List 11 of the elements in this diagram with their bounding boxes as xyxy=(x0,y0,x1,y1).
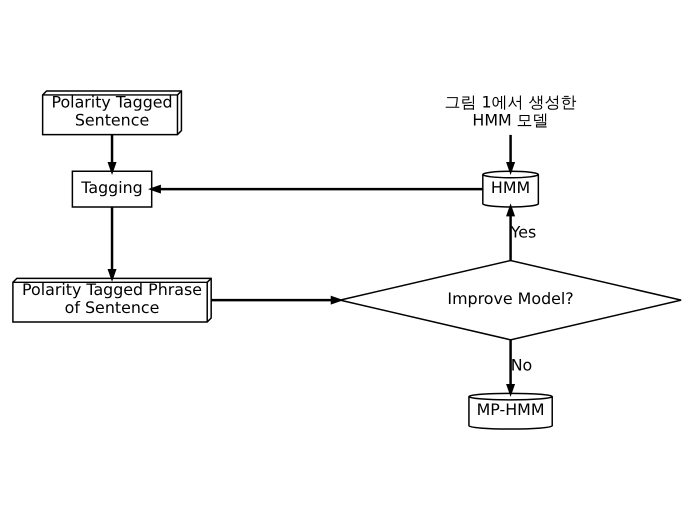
arrow xyxy=(506,340,516,397)
arrow xyxy=(108,207,117,282)
node-diamond: Improve Model? xyxy=(339,260,682,341)
arrow xyxy=(211,296,344,305)
node-box: Tagging xyxy=(72,170,152,208)
node-text: 그림 1에서 생성한 HMM 모델 xyxy=(444,92,577,130)
arrow xyxy=(108,134,117,175)
arrow xyxy=(506,203,516,260)
edge-label: No xyxy=(510,355,532,374)
arrow xyxy=(148,184,483,194)
arrow xyxy=(506,134,516,175)
